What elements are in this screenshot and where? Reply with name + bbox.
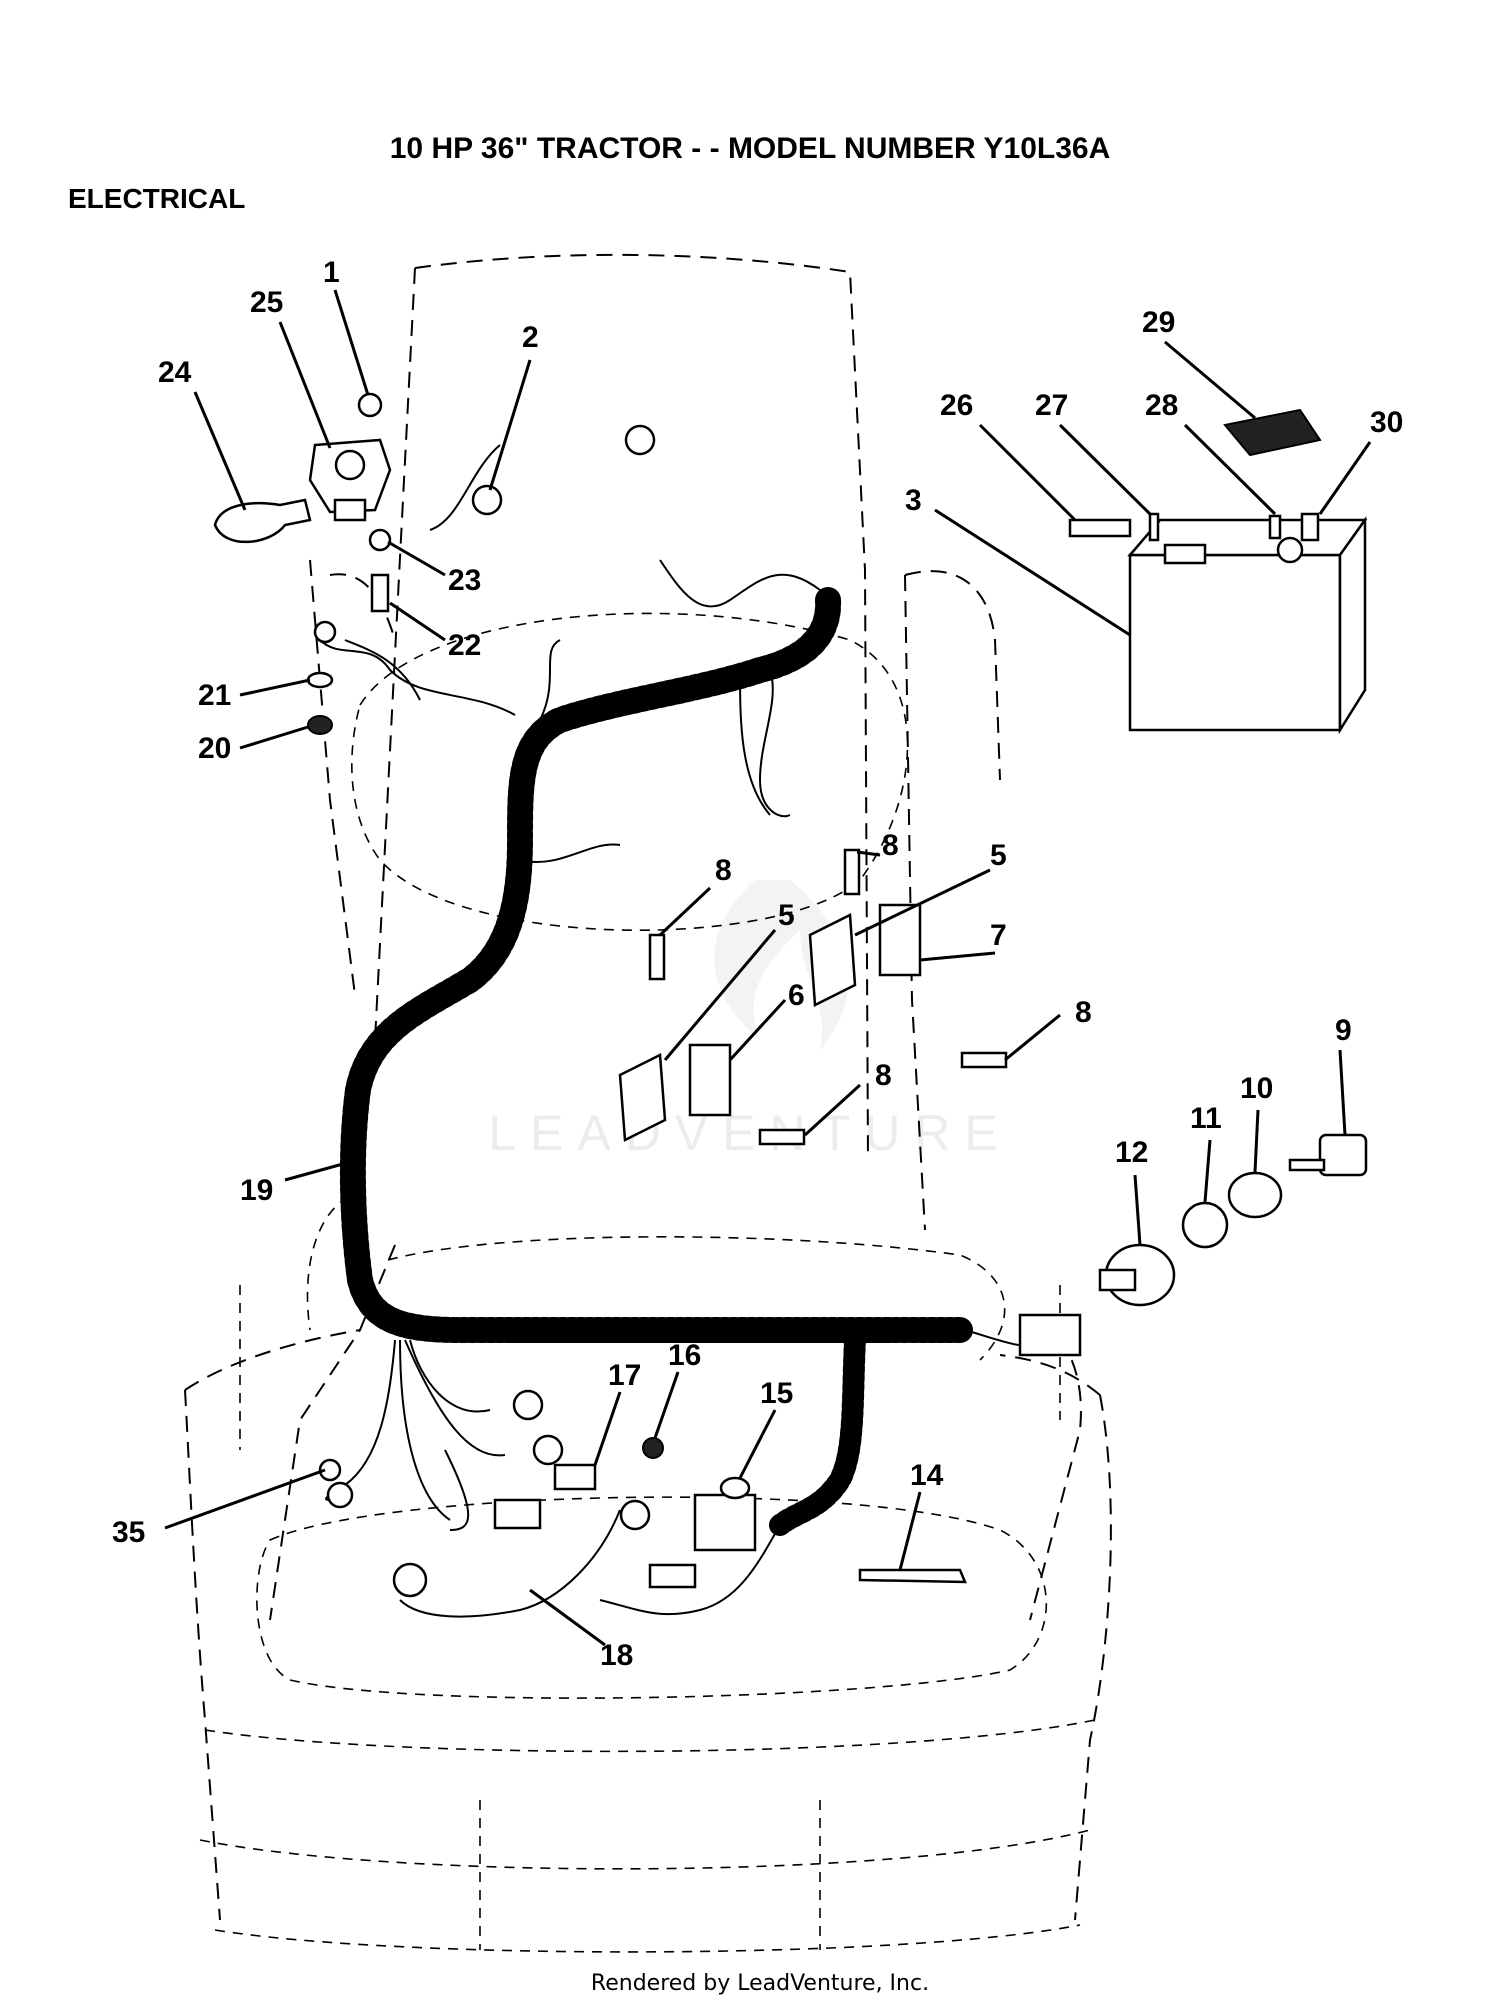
callout-3: 3 xyxy=(905,484,922,517)
callout-21: 21 xyxy=(198,679,231,712)
callout-5-a: 5 xyxy=(778,899,795,932)
bolt-26 xyxy=(1068,518,1132,538)
connector-main xyxy=(1018,1313,1082,1357)
callout-14: 14 xyxy=(910,1459,944,1492)
bolt-8a xyxy=(648,933,666,981)
ignition-switch-12 xyxy=(1098,1243,1176,1307)
callout-labels: 1 25 24 2 23 22 21 20 29 26 27 28 30 3 8… xyxy=(112,256,1403,1672)
cable-tie-14 xyxy=(858,1568,967,1584)
leader-lines xyxy=(164,289,1372,1647)
callout-2: 2 xyxy=(522,321,539,354)
callout-7: 7 xyxy=(990,919,1007,952)
callout-8-d: 8 xyxy=(875,1059,892,1092)
fuse-17 xyxy=(553,1463,597,1491)
callout-24: 24 xyxy=(158,356,192,389)
callout-26: 26 xyxy=(940,389,973,422)
callout-30: 30 xyxy=(1370,406,1403,439)
solenoid-25 xyxy=(308,438,392,522)
section-label: ELECTRICAL xyxy=(68,183,245,214)
ring-terminal-35 xyxy=(318,1458,354,1509)
callout-8-a: 8 xyxy=(715,854,732,887)
callout-10: 10 xyxy=(1240,1072,1273,1105)
battery-cover-29 xyxy=(1223,408,1322,457)
bolt-8c xyxy=(960,1051,1008,1069)
nut-30 xyxy=(1300,512,1320,542)
callout-28: 28 xyxy=(1145,389,1178,422)
bolt-8b xyxy=(843,848,861,896)
callout-11: 11 xyxy=(1190,1102,1222,1135)
callout-6: 6 xyxy=(788,979,805,1012)
solenoid-boot-24 xyxy=(213,498,312,544)
coiled-wire-harness xyxy=(339,587,973,1536)
washer-21 xyxy=(306,671,334,689)
callout-5-b: 5 xyxy=(990,839,1007,872)
callout-8-b: 8 xyxy=(882,829,899,862)
watermark-text: LEADVENTURE xyxy=(488,1105,1012,1161)
tractor-outline xyxy=(184,253,1112,1953)
callout-27: 27 xyxy=(1035,389,1068,422)
callout-20: 20 xyxy=(198,732,231,765)
nut-11 xyxy=(1181,1201,1229,1249)
callout-25: 25 xyxy=(250,286,283,319)
nut-16 xyxy=(642,1437,664,1459)
callout-8-c: 8 xyxy=(1075,996,1092,1029)
lock-washer-23 xyxy=(368,528,392,552)
ring-terminal-top xyxy=(313,424,656,644)
harness-wires xyxy=(319,444,1051,1618)
page-title: 10 HP 36" TRACTOR - - MODEL NUMBER Y10L3… xyxy=(390,132,1111,165)
callout-12: 12 xyxy=(1115,1136,1148,1169)
callout-29: 29 xyxy=(1142,306,1175,339)
callout-9: 9 xyxy=(1335,1014,1352,1047)
seat-switch-15 xyxy=(693,1476,757,1552)
screw-22 xyxy=(370,573,390,613)
ignition-key-9 xyxy=(1288,1133,1368,1177)
battery-3 xyxy=(1127,516,1368,735)
terminal-28 xyxy=(1268,514,1282,540)
callout-16: 16 xyxy=(668,1339,701,1372)
switch-bracket-left xyxy=(618,1043,732,1142)
callout-35: 35 xyxy=(112,1516,145,1549)
nut-20 xyxy=(307,715,333,735)
callout-15: 15 xyxy=(760,1377,793,1410)
callout-19: 19 xyxy=(240,1174,273,1207)
footer-credit: Rendered by LeadVenture, Inc. xyxy=(591,1971,929,1996)
callout-1: 1 xyxy=(323,256,340,289)
ring-terminals-lower xyxy=(392,1389,697,1598)
washer-27 xyxy=(1148,512,1160,542)
switch-bracket-right xyxy=(808,903,922,1007)
callout-22: 22 xyxy=(448,629,481,662)
callout-18: 18 xyxy=(600,1639,633,1672)
callout-17: 17 xyxy=(608,1359,641,1392)
bezel-10 xyxy=(1227,1171,1283,1219)
connector-18 xyxy=(493,1498,542,1530)
nut-1 xyxy=(357,392,383,418)
callout-23: 23 xyxy=(448,564,481,597)
bolt-8d xyxy=(758,1128,806,1146)
